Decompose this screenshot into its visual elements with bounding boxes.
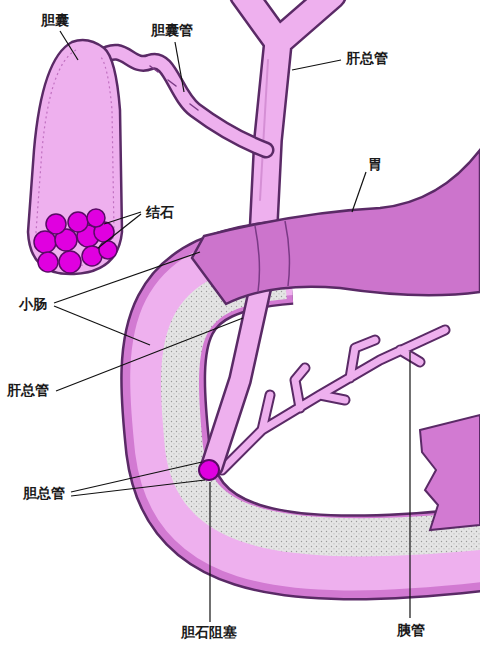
leader-lines [54,31,410,622]
duct-label: 胆囊管 [150,22,194,39]
obstructing-stone [199,460,219,480]
gallstones [34,209,117,273]
duct-label: 肝总管 [6,382,50,399]
organ-label: 小肠 [18,296,48,313]
organ-label: 胆囊 [40,12,70,29]
cystic-duct [100,52,266,150]
part-label: 胆石阻塞 [180,624,238,641]
duct-label: 肝总管 [345,50,389,67]
common-bile-duct [212,280,262,466]
organ-label: 胃 [367,156,383,173]
duct-label: 胰管 [396,622,426,639]
duct-label: 胆总管 [22,485,66,502]
part-label: 结石 [145,204,175,221]
pancreas [420,415,480,530]
gallbladder [28,40,122,274]
stomach [192,150,480,304]
small-intestine [163,262,480,557]
